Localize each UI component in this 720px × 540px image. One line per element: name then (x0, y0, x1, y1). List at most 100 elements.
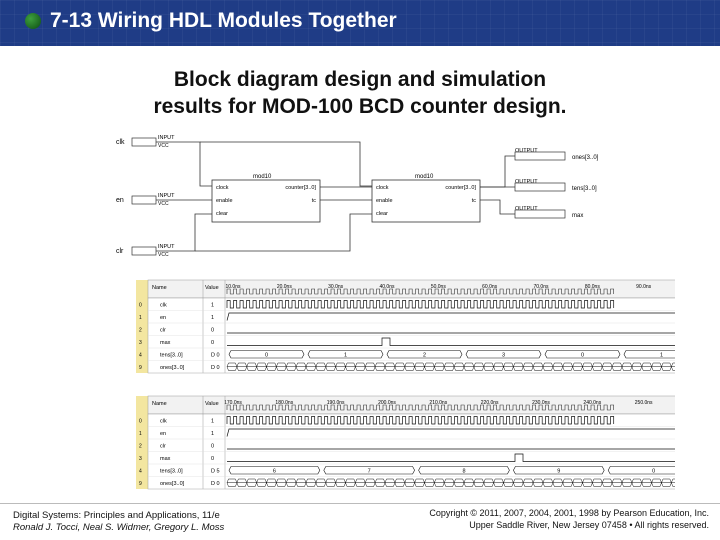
sim-time-label: 240.0ns (583, 400, 601, 406)
sim-row-name: clk (160, 302, 167, 308)
sim-row-value: 1 (211, 315, 214, 321)
wave-bus-label: 3 (502, 352, 505, 358)
sim-row-value: 0 (211, 443, 214, 449)
sim-row-name: max (160, 340, 171, 346)
sim-row-index: 1 (139, 315, 142, 321)
sim-header-clock (226, 288, 615, 295)
wave-bus-segment (386, 350, 463, 359)
input-tag-clr: INPUT (158, 244, 175, 250)
sim-row-name: clr (160, 327, 166, 333)
figure-image: clk INPUT VCC en INPUT VCC clr INPUT VCC (116, 135, 675, 490)
strip (136, 396, 148, 489)
sim-row-value: 0 (211, 327, 214, 333)
footer-divider (0, 503, 720, 504)
sim-time-label: 220.0ns (481, 400, 499, 406)
sim-time-label: 230.0ns (532, 400, 550, 406)
footer-book-title: Digital Systems: Principles and Applicat… (13, 510, 220, 521)
sim-time-label: 190.0ns (327, 400, 345, 406)
title-bar: 7-13 Wiring HDL Modules Together (0, 0, 720, 46)
output-label-max: max (572, 213, 583, 219)
sim-time-label: 170.0ns (224, 400, 242, 406)
input-sub-clk: VCC (158, 143, 169, 149)
module-mod10-1: mod10 clock enable clear counter[3..0] t… (211, 174, 321, 223)
wave-bus-segment (228, 350, 305, 359)
wave-bus-label: 0 (652, 468, 655, 474)
wave-bus-segment (544, 350, 621, 359)
sim-row-value: 1 (211, 431, 214, 437)
wave-ones-bus (226, 478, 675, 487)
sim-time-label: 50.0ns (431, 284, 447, 290)
sim-row-index: 3 (139, 456, 142, 462)
output-pin-tens: OUTPUT tens[3..0] (514, 179, 597, 192)
wave-bus-segment (418, 466, 510, 475)
sim-row-value: D 5 (211, 468, 220, 474)
wave-bus-segment (323, 466, 415, 475)
wave-clk (226, 300, 615, 309)
wave-bus-label: 7 (368, 468, 371, 474)
sim-row-name: en (160, 315, 166, 321)
sim-row-name: tens[3..0] (160, 468, 183, 474)
sim-row-value: D 0 (211, 481, 220, 487)
sim-row-value: 1 (211, 302, 214, 308)
wave-bus-label: 0 (581, 352, 584, 358)
sim-time-label: 60.0ns (482, 284, 498, 290)
output-tag-ones: OUTPUT (515, 148, 538, 154)
sim-header-value: Value (205, 401, 219, 407)
output-label-tens: tens[3..0] (572, 186, 597, 192)
sim-row-index: 9 (139, 481, 142, 487)
sim-time-label: 10.0ns (225, 284, 241, 290)
sim-row-name: ones[3..0] (160, 481, 185, 487)
sim-row-index: 9 (139, 365, 142, 371)
footer-right: Copyright © 2011, 2007, 2004, 2001, 1998… (429, 508, 709, 531)
module-1-port-enable: enable (216, 198, 233, 204)
sim-time-label: 20.0ns (277, 284, 293, 290)
module-1-port-counter: counter[3..0] (285, 185, 316, 191)
wave-bus-segment (607, 466, 675, 475)
input-label-clk: clk (116, 139, 125, 146)
wave-bus-label: 6 (273, 468, 276, 474)
sim-header-clock (226, 404, 615, 411)
strip (136, 280, 148, 373)
output-pin-max: OUTPUT max (514, 206, 583, 219)
sim-row-value: D 0 (211, 365, 220, 371)
module-1-port-tc: tc (312, 198, 317, 204)
sim-row-index: 4 (139, 468, 142, 474)
input-sub-en: VCC (158, 201, 169, 207)
sim-row-index: 4 (139, 352, 142, 358)
sim-row-value: 0 (211, 456, 214, 462)
sim-row-name: clk (160, 418, 167, 424)
wave-ones-bus (226, 362, 675, 371)
input-label-en: en (116, 197, 124, 204)
module-mod10-2: mod10 clock enable clear counter[3..0] t… (371, 174, 481, 223)
sim-row-index: 0 (139, 418, 142, 424)
input-tag-clk: INPUT (158, 135, 175, 141)
footer-left: Digital Systems: Principles and Applicat… (13, 510, 224, 534)
sim-row-name: ones[3..0] (160, 365, 185, 371)
output-label-ones: ones[3..0] (572, 155, 599, 161)
module-1-port-clear: clear (216, 211, 228, 217)
module-2-port-enable: enable (376, 198, 393, 204)
module-1-port-clock: clock (216, 185, 229, 191)
footer-copyright: Copyright © 2011, 2007, 2004, 2001, 1998… (429, 508, 709, 518)
sim-header-name: Name (152, 401, 167, 407)
sim-row-name: tens[3..0] (160, 352, 183, 358)
sim-time-label: 70.0ns (533, 284, 549, 290)
footer-authors: Ronald J. Tocci, Neal S. Widmer, Gregory… (13, 522, 225, 533)
sim-row-index: 1 (139, 431, 142, 437)
wave-bus-label: 2 (423, 352, 426, 358)
wave-bus-label: 1 (660, 352, 663, 358)
sim-time-label: 210.0ns (429, 400, 447, 406)
module-2-port-clock: clock (376, 185, 389, 191)
module-2-port-clear: clear (376, 211, 388, 217)
wave-bus-segment (307, 350, 384, 359)
wave-max (227, 453, 675, 462)
sim-row-value: D 0 (211, 352, 220, 358)
wave-bus-label: 8 (462, 468, 465, 474)
module-2-name: mod10 (415, 174, 434, 180)
wave-bus-label: 0 (265, 352, 268, 358)
wave-bus-segment (228, 466, 321, 475)
output-tag-max: OUTPUT (515, 206, 538, 212)
sim-row-index: 2 (139, 327, 142, 333)
